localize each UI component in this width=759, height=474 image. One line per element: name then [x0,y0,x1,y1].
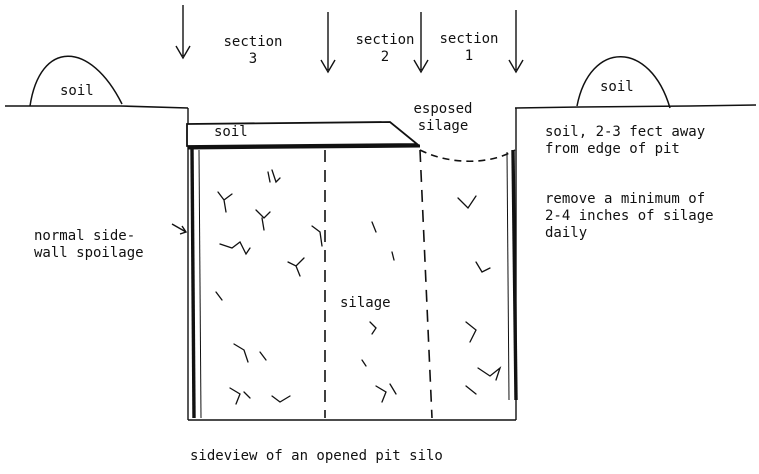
spoilage-pointer-arrow [171,223,188,235]
soil-cover-label: soil [214,124,248,141]
soil-right-label: soil [600,79,634,96]
sidewall-spoilage-left-thin [198,149,202,419]
diagram-caption: sideview of an opened pit silo [190,448,443,465]
silage-texture [215,169,502,405]
section-2-text: section 2 [355,32,415,65]
soil-right-text: soil [600,79,634,95]
exposed-silage-text: esposed silage [413,101,473,134]
section-arrows [175,5,524,74]
section-3-label: section 3 [212,34,294,68]
section-3-text: section 3 [223,34,283,67]
arrow-down-2 [320,12,336,74]
section-1-text: section 1 [439,31,499,64]
removal-note-text: remove a minimum of 2-4 inches of silage… [545,191,714,241]
sidewall-spoilage-left [190,147,196,419]
sidewall-spoilage-right [511,149,518,401]
soil-left-label: soil [60,83,94,100]
sidewall-spoilage-right-thin [506,151,510,401]
soil-mound-left [29,55,123,107]
cover-bottom-edge [187,144,421,150]
soil-cover-text: soil [214,124,248,140]
exposed-silage-label: esposed silage [398,101,488,135]
section-divider-2-1 [419,149,433,419]
soil-cover [186,121,420,147]
soil-distance-text: soil, 2-3 fect away from edge of pit [545,124,706,157]
arrow-down-4 [508,10,524,74]
section-2-label: section 2 [344,32,426,66]
arrow-down-3 [413,12,429,74]
arrow-down-1 [175,5,191,60]
sidewall-spoilage-text: normal side- wall spoilage [34,228,144,261]
diagram-caption-text: sideview of an opened pit silo [190,448,443,464]
soil-distance-note: soil, 2-3 fect away from edge of pit [545,124,705,158]
ground-line [5,105,189,109]
soil-mound-right [576,56,671,109]
sidewall-spoilage-label: normal side- wall spoilage [34,228,144,262]
soil-left-text: soil [60,83,94,99]
removal-note: remove a minimum of 2-4 inches of silage… [545,191,714,242]
section-1-label: section 1 [428,31,510,65]
ground-line-right [514,104,757,109]
exposed-silage-face [419,149,516,162]
silage-text: silage [340,295,391,311]
silage-label: silage [340,295,391,312]
